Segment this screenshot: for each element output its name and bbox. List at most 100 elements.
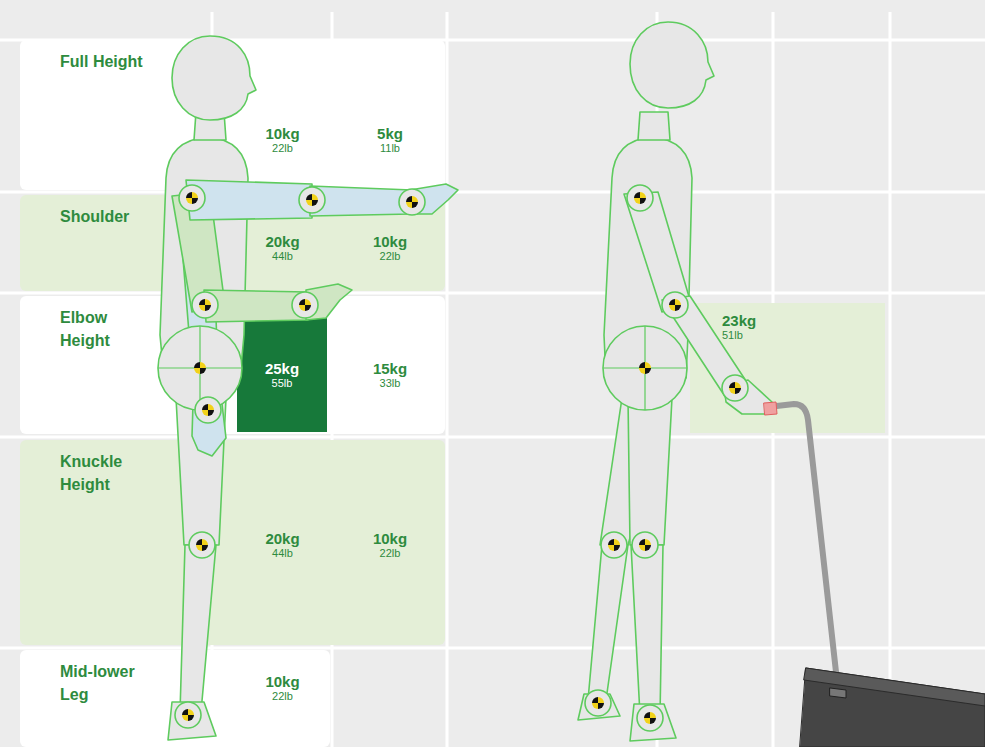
joint-ring	[722, 375, 748, 401]
joint-quadrant	[208, 410, 214, 416]
joint-quadrant	[199, 305, 205, 311]
joint-quadrant	[669, 305, 675, 311]
joint-marker	[722, 375, 748, 401]
joint-marker	[662, 292, 688, 318]
weight-kg: 10kg	[373, 530, 407, 547]
joint-quadrant	[645, 539, 651, 545]
weight-lb: 33lb	[380, 377, 401, 390]
zone-label: Mid-lower Leg	[60, 660, 152, 706]
joint-quadrant	[194, 368, 200, 374]
joint-marker	[601, 532, 627, 558]
joint-quadrant	[186, 192, 192, 198]
weight-limit-cell: 10kg22lb	[335, 205, 445, 290]
height-zone-band: Full Height10kg22lb5kg11lb	[20, 40, 445, 190]
neck-shape	[638, 112, 670, 140]
joint-ring	[195, 397, 221, 423]
weight-lb: 44lb	[272, 547, 293, 560]
hip-crosshair	[158, 326, 242, 410]
joint-quadrant	[312, 194, 318, 200]
joint-quadrant	[199, 299, 205, 305]
weight-kg: 10kg	[265, 673, 299, 690]
hip-crosshair	[603, 326, 687, 410]
joint-quadrant	[644, 712, 650, 718]
joint-quadrant	[592, 703, 598, 709]
weight-limit-cell: 10kg22lb	[235, 655, 330, 720]
joint-quadrant	[202, 410, 208, 416]
joint-quadrant	[412, 196, 418, 202]
weight-kg: 10kg	[373, 233, 407, 250]
weight-lb: 22lb	[272, 690, 293, 703]
joint-quadrant	[669, 299, 675, 305]
weight-kg: 15kg	[373, 360, 407, 377]
box-shape	[804, 668, 985, 706]
grid-line	[889, 12, 892, 747]
joint-marker	[627, 185, 653, 211]
leg-shape	[631, 545, 663, 715]
leg-shape	[180, 545, 216, 712]
height-zone-band: Shoulder20kg44lb10kg22lb	[20, 195, 445, 291]
joint-quadrant	[192, 192, 198, 198]
leg-shape	[588, 545, 628, 700]
joint-quadrant	[729, 388, 735, 394]
zone-label: Full Height	[60, 50, 152, 73]
joint-quadrant	[608, 539, 614, 545]
joint-ring	[299, 187, 325, 213]
grid-line	[0, 647, 985, 650]
joint-quadrant	[639, 539, 645, 545]
joint-quadrant	[202, 404, 208, 410]
leg-shape	[628, 398, 672, 545]
joint-quadrant	[182, 709, 188, 715]
weight-lb: 44lb	[272, 250, 293, 263]
joint-quadrant	[592, 697, 598, 703]
zone-label: Elbow Height	[60, 306, 152, 352]
joint-quadrant	[188, 715, 194, 721]
joint-quadrant	[299, 305, 305, 311]
joint-marker	[195, 397, 221, 423]
joint-marker	[637, 705, 663, 731]
joint-quadrant	[200, 368, 206, 374]
joint-quadrant	[735, 382, 741, 388]
weight-lb: 22lb	[272, 142, 293, 155]
joint-quadrant	[645, 545, 651, 551]
joint-quadrant	[186, 198, 192, 204]
joint-quadrant	[406, 202, 412, 208]
joint-quadrant	[640, 198, 646, 204]
joint-quadrant	[299, 299, 305, 305]
joint-quadrant	[639, 545, 645, 551]
weight-lb: 51lb	[722, 329, 743, 342]
weight-lb: 55lb	[272, 377, 293, 390]
weight-lb: 11lb	[380, 142, 400, 155]
foot-shape	[168, 702, 216, 740]
joint-marker	[175, 702, 201, 728]
joint-quadrant	[196, 545, 202, 551]
joint-quadrant	[639, 362, 645, 368]
weight-kg: 5kg	[377, 125, 403, 142]
weight-limit-cell: 20kg44lb	[235, 500, 330, 590]
joint-ring	[292, 292, 318, 318]
joint-marker	[292, 292, 318, 318]
joint-marker	[632, 532, 658, 558]
head-shape	[630, 22, 714, 108]
zone-fill	[20, 650, 330, 747]
zone-fill	[20, 440, 445, 645]
weight-limit-cell: 5kg11lb	[335, 95, 445, 185]
joint-ring	[662, 292, 688, 318]
weight-kg: 20kg	[265, 233, 299, 250]
joint-quadrant	[202, 545, 208, 551]
joint-quadrant	[196, 539, 202, 545]
joint-quadrant	[188, 709, 194, 715]
weight-limit-cell: 25kg55lb	[237, 318, 327, 432]
height-zone-band: Elbow Height 25kg55lb 15kg33lb	[20, 296, 445, 434]
joint-quadrant	[192, 198, 198, 204]
joint-quadrant	[645, 368, 651, 374]
joint-quadrant	[645, 362, 651, 368]
joint-marker	[179, 185, 205, 211]
joint-quadrant	[406, 196, 412, 202]
joint-ring	[632, 532, 658, 558]
grid-line	[0, 292, 985, 295]
joint-ring	[179, 185, 205, 211]
